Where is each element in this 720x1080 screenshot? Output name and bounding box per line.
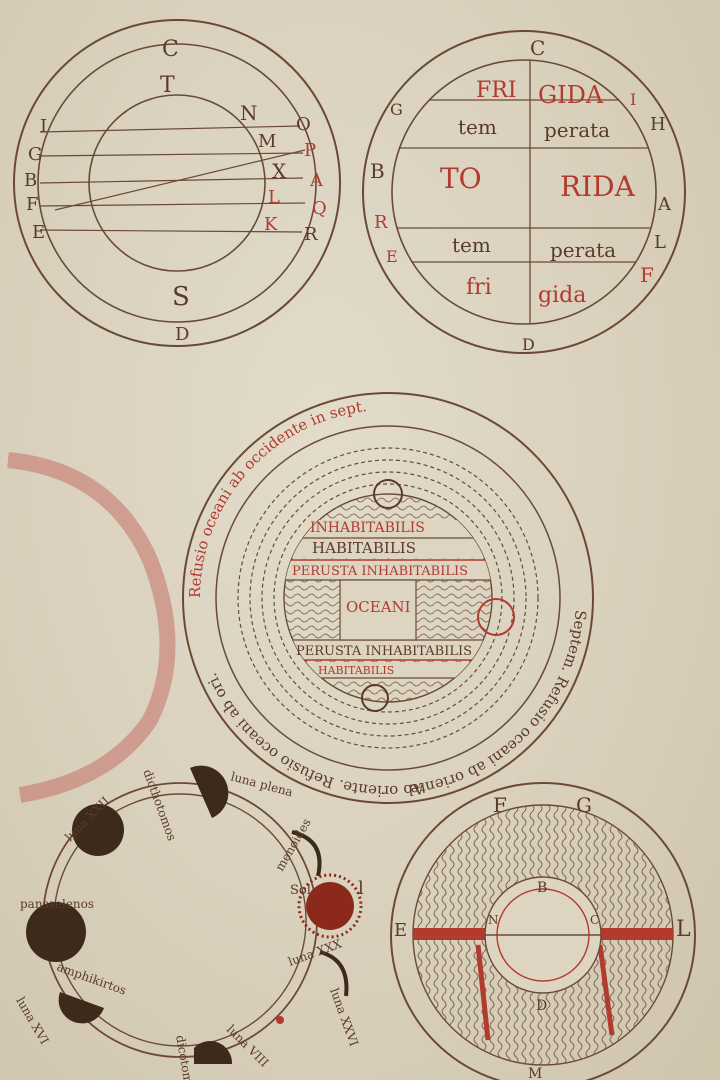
br-letter-left: E	[394, 920, 407, 941]
tr-letter-left-3: E	[386, 247, 398, 266]
tr-letter-left-0: G	[390, 100, 403, 119]
bl-label-dichotomos-top: dicthotomos	[140, 767, 179, 842]
moon-crescent-1-icon	[291, 830, 322, 877]
tr-letter-right-4: F	[640, 263, 654, 287]
tl-letter-left-1: G	[28, 144, 42, 165]
bl-label-sol: Sol	[290, 883, 311, 898]
tl-letter-bottom: D	[175, 324, 189, 345]
tr-zone-temperata-s-b: perata	[550, 238, 616, 262]
tl-letter-right-outer-0: O	[296, 114, 311, 135]
br-letter-right: L	[676, 917, 691, 942]
tl-letter-right-inner-1: M	[258, 131, 276, 152]
bl-label-l: l	[358, 878, 364, 899]
tl-letter-right-outer-3: Q	[312, 198, 327, 219]
tl-letter-bottom-inner: S	[172, 282, 190, 312]
diagram-bottom-right	[390, 782, 696, 1080]
diagram-bottom-left	[26, 765, 363, 1064]
tl-letter-left-2: B	[24, 170, 37, 191]
bl-label-panselenos: pansselenos	[20, 897, 94, 911]
diagram-top-right	[362, 30, 686, 354]
tl-letter-right-inner-3: L	[268, 187, 280, 208]
br-letter-center-bottom: D	[536, 998, 547, 1014]
moon-crescent-2-icon	[319, 950, 349, 997]
tr-zone-frigida-n-a: FRI	[476, 78, 517, 103]
tr-letter-right-3: L	[654, 232, 666, 253]
tr-zone-torrida-b: RIDA	[560, 170, 636, 203]
bl-label-amphikirtos2: amphikirtos	[55, 960, 128, 998]
tr-zone-frigida-s-b: gida	[538, 283, 586, 308]
mid-band-3: OCEANI	[346, 598, 411, 616]
moon-phase-1-icon	[190, 765, 229, 818]
tr-zone-frigida-s-a: fri	[466, 275, 492, 300]
mid-band-2: PERUSTA INHABITABILIS	[292, 564, 468, 579]
sun-icon	[306, 882, 354, 930]
diagram-middle	[182, 392, 594, 804]
tl-letter-left-0: I	[40, 116, 47, 137]
moon-full-icon	[26, 902, 86, 962]
moon-phase-2-icon	[72, 804, 124, 856]
tr-zone-frigida-n-b: GIDA	[538, 81, 604, 109]
tl-letter-right-inner-4: K	[264, 214, 278, 235]
moon-phase-5-icon	[194, 1041, 233, 1064]
br-letter-center-top: B	[537, 880, 547, 896]
tr-zone-temperata-n-a: tem	[458, 115, 497, 139]
tl-letter-left-3: F	[26, 194, 39, 215]
br-letter-bottom: M	[528, 1066, 542, 1080]
br-letter-inner-left: N	[488, 913, 499, 927]
mid-band-5: HABITABILIS	[318, 664, 394, 677]
tl-letter-right-inner-0: N	[240, 101, 258, 125]
diagram-top-left	[13, 19, 341, 347]
tr-zone-temperata-n-b: perata	[544, 118, 610, 142]
tr-zone-torrida-a: TO	[440, 162, 482, 195]
moon-phase-4-icon	[58, 992, 104, 1024]
ink-stain	[7, 452, 176, 803]
tr-letter-bottom: D	[522, 335, 535, 354]
tr-letter-left-1: B	[370, 159, 385, 183]
br-letter-top-left: F	[493, 793, 507, 817]
mid-band-1: HABITABILIS	[312, 539, 416, 557]
tl-letter-top: C	[162, 37, 179, 62]
mid-band-0: INHABITABILIS	[310, 520, 425, 536]
tr-letter-right-0: I	[630, 90, 636, 109]
mid-band-4: PERUSTA INHABITABILIS	[296, 644, 472, 659]
tr-letter-top: C	[530, 36, 545, 60]
tl-letter-left-4: E	[32, 222, 45, 243]
tl-letter-right-outer-1: P	[304, 140, 316, 161]
tr-letter-left-2: R	[374, 212, 388, 233]
tl-letter-right-outer-2: A	[309, 170, 324, 191]
tr-letter-right-2: A	[657, 194, 672, 215]
tl-letter-upper-inner: T	[160, 73, 175, 98]
bl-label-luna-plena: luna plena	[229, 769, 294, 799]
br-letter-inner-right: C	[590, 913, 599, 927]
tr-zone-temperata-s-a: tem	[452, 233, 491, 257]
tl-letter-right-outer-4: R	[304, 224, 318, 245]
tr-letter-right-1: H	[650, 114, 666, 135]
br-letter-top-right: G	[576, 793, 592, 817]
tl-letter-right-inner-2: X	[272, 159, 287, 183]
bl-label-luna-xvi: luna XVI	[13, 995, 51, 1047]
bl-label-luna-xxvi: luna XXVI	[327, 986, 361, 1048]
